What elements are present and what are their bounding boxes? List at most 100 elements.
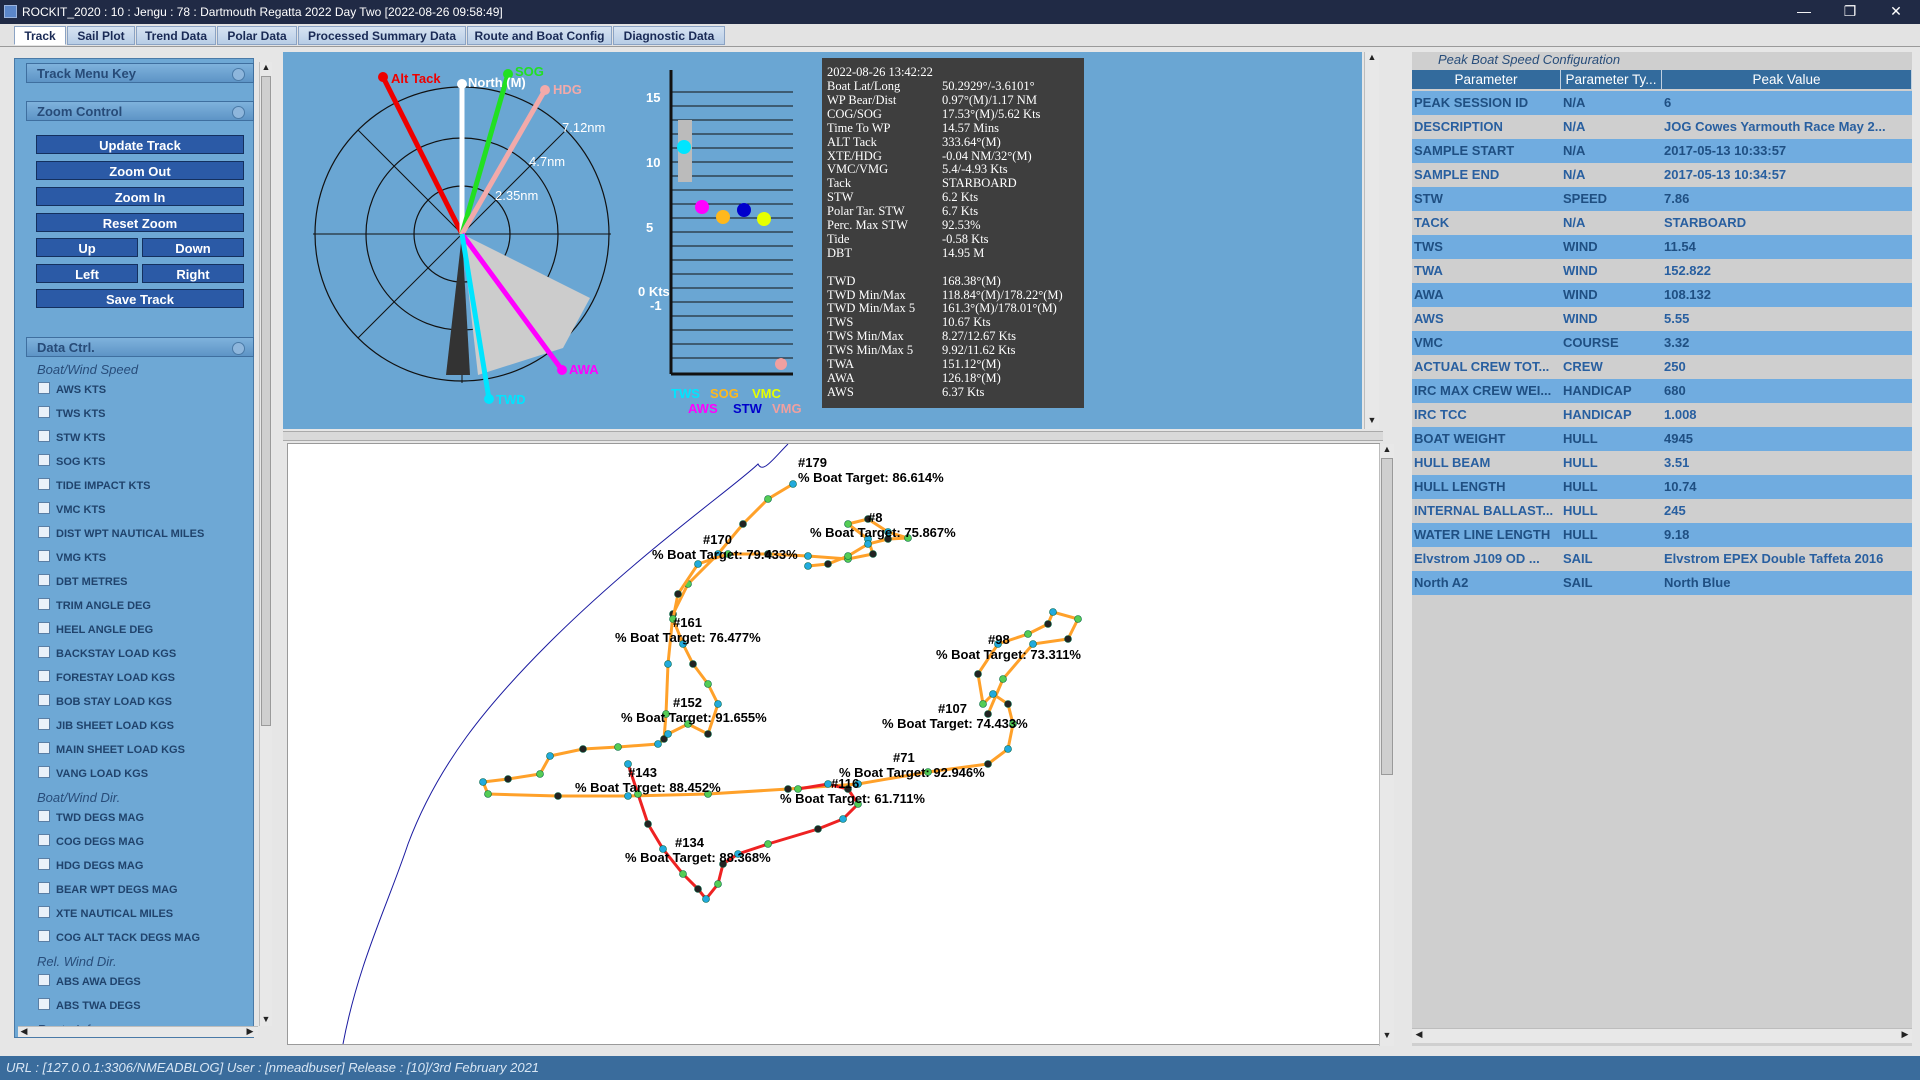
channel-checkbox[interactable]: SOG KTS	[38, 454, 106, 470]
track-point[interactable]	[1029, 640, 1037, 648]
track-point[interactable]	[739, 520, 747, 528]
track-point[interactable]	[579, 745, 587, 753]
track-point[interactable]	[624, 760, 632, 768]
scroll-thumb[interactable]	[261, 76, 271, 726]
track-point[interactable]	[854, 780, 862, 788]
track-point[interactable]	[1049, 608, 1057, 616]
track-point[interactable]	[839, 815, 847, 823]
scroll-down-icon[interactable]: ▼	[261, 1014, 271, 1024]
track-point[interactable]	[864, 515, 872, 523]
checkbox-icon[interactable]	[38, 670, 50, 682]
scroll-left-icon[interactable]: ◀	[1415, 1029, 1423, 1039]
scroll-down-icon[interactable]: ▼	[1367, 415, 1377, 425]
channel-checkbox[interactable]: AWS KTS	[38, 382, 106, 398]
down-button[interactable]: Down	[142, 238, 244, 257]
up-button[interactable]: Up	[36, 238, 138, 257]
update-track-button[interactable]: Update Track	[36, 135, 244, 154]
checkbox-icon[interactable]	[38, 478, 50, 490]
track-point[interactable]	[684, 720, 692, 728]
channel-checkbox[interactable]: BOB STAY LOAD KGS	[38, 694, 172, 710]
checkbox-icon[interactable]	[38, 598, 50, 610]
col-header-parameter-type[interactable]: Parameter Ty...	[1561, 70, 1662, 89]
track-point[interactable]	[869, 550, 877, 558]
channel-checkbox[interactable]: COG DEGS MAG	[38, 834, 144, 850]
channel-checkbox[interactable]: DBT METRES	[38, 574, 128, 590]
track-point[interactable]	[704, 790, 712, 798]
track-point[interactable]	[679, 870, 687, 878]
checkbox-icon[interactable]	[38, 998, 50, 1010]
track-point[interactable]	[884, 535, 892, 543]
checkbox-icon[interactable]	[38, 430, 50, 442]
track-point[interactable]	[689, 660, 697, 668]
track-point[interactable]	[854, 800, 862, 808]
instrument-scrollbar[interactable]: ▲ ▼	[1364, 52, 1379, 429]
track-point[interactable]	[844, 785, 852, 793]
track-point[interactable]	[664, 660, 672, 668]
tab-processed-summary-data[interactable]: Processed Summary Data	[298, 26, 466, 45]
left-hscrollbar[interactable]: ◀ ▶	[18, 1026, 258, 1037]
channel-checkbox[interactable]: ABS AWA DEGS	[38, 974, 141, 990]
checkbox-icon[interactable]	[38, 646, 50, 658]
channel-checkbox[interactable]: TWD DEGS MAG	[38, 810, 144, 826]
track-point[interactable]	[504, 775, 512, 783]
checkbox-icon[interactable]	[38, 550, 50, 562]
track-point[interactable]	[994, 640, 1002, 648]
track-point[interactable]	[654, 740, 662, 748]
track-plot[interactable]: #179% Boat Target: 86.614%#8% Boat Targe…	[287, 443, 1394, 1046]
checkbox-icon[interactable]	[38, 622, 50, 634]
track-point[interactable]	[694, 560, 702, 568]
channel-checkbox[interactable]: JIB SHEET LOAD KGS	[38, 718, 174, 734]
checkbox-icon[interactable]	[38, 930, 50, 942]
channel-checkbox[interactable]: TWS KTS	[38, 406, 106, 422]
checkbox-icon[interactable]	[38, 882, 50, 894]
scroll-up-icon[interactable]: ▲	[1367, 52, 1377, 62]
track-point[interactable]	[764, 840, 772, 848]
channel-checkbox[interactable]: COG ALT TACK DEGS MAG	[38, 930, 200, 946]
track-point[interactable]	[984, 760, 992, 768]
track-point[interactable]	[536, 770, 544, 778]
track-point[interactable]	[984, 710, 992, 718]
track-point[interactable]	[614, 743, 622, 751]
scroll-left-icon[interactable]: ◀	[20, 1026, 28, 1036]
tab-sail-plot[interactable]: Sail Plot	[67, 26, 135, 45]
checkbox-icon[interactable]	[38, 974, 50, 986]
track-point[interactable]	[479, 778, 487, 786]
track-point[interactable]	[824, 780, 832, 788]
close-icon[interactable]: ✕	[1890, 3, 1902, 19]
checkbox-icon[interactable]	[38, 858, 50, 870]
channel-checkbox[interactable]: VMC KTS	[38, 502, 106, 518]
track-point[interactable]	[814, 825, 822, 833]
track-point[interactable]	[724, 550, 732, 558]
track-point[interactable]	[804, 562, 812, 570]
channel-checkbox[interactable]: VMG KTS	[38, 550, 106, 566]
track-point[interactable]	[924, 768, 932, 776]
channel-checkbox[interactable]: TRIM ANGLE DEG	[38, 598, 151, 614]
scroll-right-icon[interactable]: ▶	[1901, 1029, 1909, 1039]
track-point[interactable]	[1074, 615, 1082, 623]
track-point[interactable]	[660, 735, 668, 743]
zoom-out-button[interactable]: Zoom Out	[36, 161, 244, 180]
tab-route-and-boat-config[interactable]: Route and Boat Config	[467, 26, 612, 45]
track-point[interactable]	[979, 700, 987, 708]
track-point[interactable]	[844, 552, 852, 560]
track-point[interactable]	[679, 640, 687, 648]
track-point[interactable]	[714, 700, 722, 708]
track-point[interactable]	[1009, 720, 1017, 728]
col-header-peak-value[interactable]: Peak Value	[1662, 70, 1912, 89]
track-point[interactable]	[844, 520, 852, 528]
track-point[interactable]	[554, 792, 562, 800]
tab-track[interactable]: Track	[14, 26, 66, 45]
track-point[interactable]	[644, 820, 652, 828]
